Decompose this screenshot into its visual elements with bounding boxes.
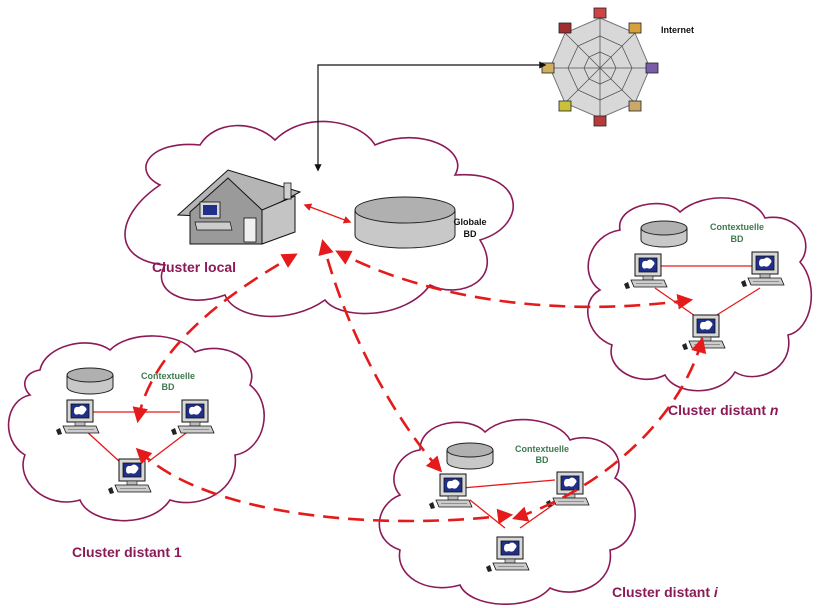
internet-label: Internet [661, 25, 694, 35]
cluster-distant-i-label: Cluster distant i [612, 584, 719, 600]
contextual-db-label-line2: BD [731, 234, 744, 244]
global-database-icon [354, 196, 456, 249]
contextual-db-label: Contextuelle [710, 222, 764, 232]
contextual-database-icon [66, 367, 114, 395]
contextual-db-label-line2: BD [162, 382, 175, 392]
global-db-label: Globale [453, 217, 486, 227]
cluster-distant-1-label: Cluster distant 1 [72, 544, 182, 560]
contextual-database-icon [640, 220, 688, 248]
cluster-local-label: Cluster local [152, 259, 236, 275]
house-db-link [303, 203, 352, 224]
contextual-database-icon [446, 442, 494, 470]
link-distantn-to-distanti [512, 336, 707, 522]
global-db-label-line2: BD [464, 229, 477, 239]
link-distantn-to-local [335, 250, 694, 310]
house-icon [176, 169, 302, 245]
contextual-db-label-line2: BD [536, 455, 549, 465]
cloud-cluster-distant-i [378, 418, 636, 606]
cluster-distant-n-label: Cluster distant n [668, 402, 778, 418]
contextual-db-label: Contextuelle [515, 444, 569, 454]
contextual-db-label: Contextuelle [141, 371, 195, 381]
link-distant1-to-distanti [135, 447, 514, 525]
internet-link [314, 61, 547, 172]
cloud-cluster-distant-n [587, 197, 813, 392]
link-distant1-to-local [132, 253, 298, 424]
internet-web-icon [541, 7, 659, 127]
cloud-cluster-distant-1 [7, 335, 265, 522]
